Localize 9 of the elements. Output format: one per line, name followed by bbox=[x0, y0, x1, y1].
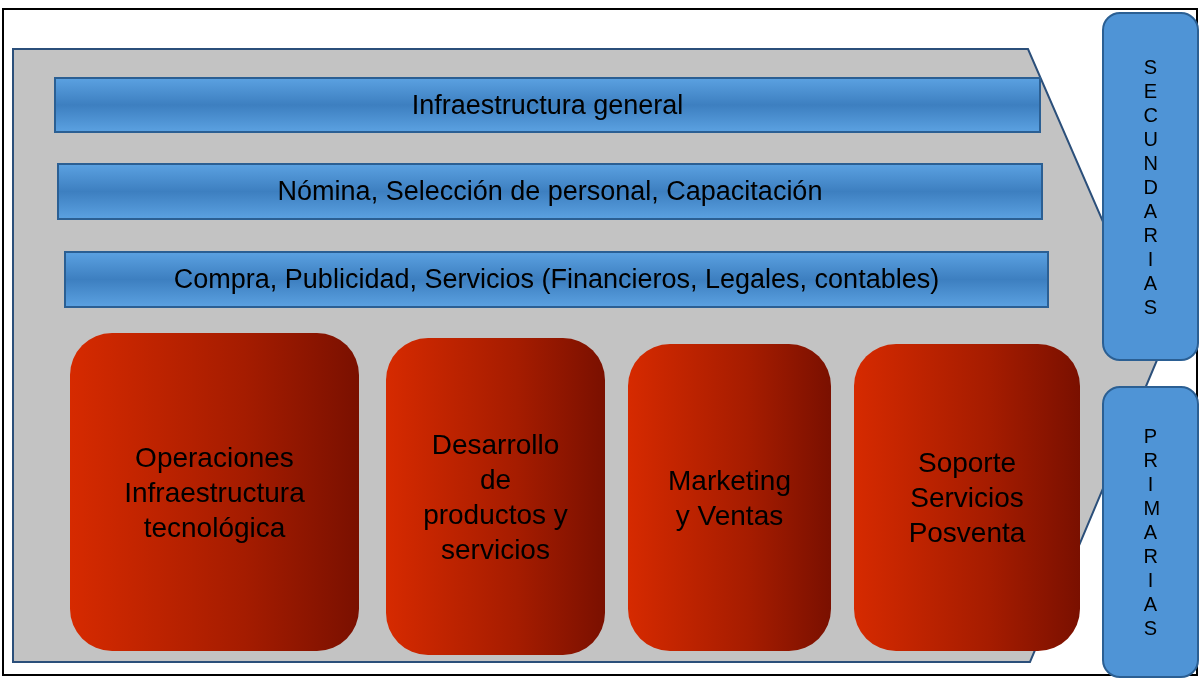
activity-bar: Infraestructura general bbox=[54, 77, 1041, 133]
activity-box: Desarrollo de productos y servicios bbox=[386, 338, 605, 655]
activity-box: Soporte Servicios Posventa bbox=[854, 344, 1080, 651]
activity-box: Marketing y Ventas bbox=[628, 344, 831, 651]
category-label-box: PRIMARIAS bbox=[1102, 386, 1199, 678]
category-label-box: SECUNDARIAS bbox=[1102, 12, 1199, 361]
activity-bar: Nómina, Selección de personal, Capacitación bbox=[57, 163, 1043, 220]
activity-bar: Compra, Publicidad, Servicios (Financieros, Legales, contables) bbox=[64, 251, 1049, 308]
activity-box: Operaciones Infraestructura tecnológica bbox=[70, 333, 359, 651]
